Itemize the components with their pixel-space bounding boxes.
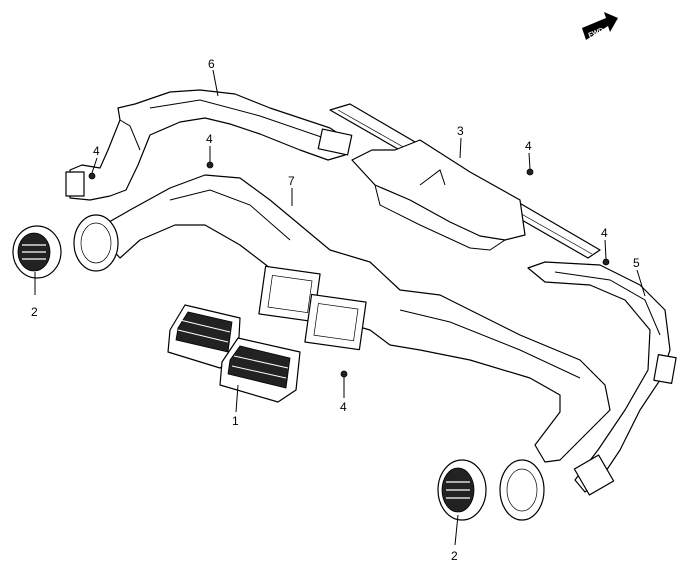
part-1-center-vents xyxy=(167,304,301,403)
leader-lines xyxy=(34,69,646,546)
duct-outlet-left xyxy=(73,214,119,272)
part-5-duct xyxy=(527,261,677,496)
callout-4: 4 xyxy=(206,132,213,146)
fwd-arrow-icon: FWD xyxy=(582,12,618,40)
callout-4: 4 xyxy=(93,144,100,158)
callout-2: 2 xyxy=(31,305,38,319)
callout-4: 4 xyxy=(340,400,347,414)
part-2-round-vent-right xyxy=(437,459,487,521)
callout-4: 4 xyxy=(601,226,608,240)
callout-6: 6 xyxy=(208,57,215,71)
callout-3: 3 xyxy=(457,124,464,138)
callout-4: 4 xyxy=(525,139,532,153)
callout-5: 5 xyxy=(633,256,640,270)
callout-2: 2 xyxy=(451,549,458,563)
screw-icons xyxy=(88,161,610,378)
callout-1: 1 xyxy=(232,414,239,428)
duct-outlet-right xyxy=(499,459,545,521)
part-6-duct xyxy=(65,89,353,201)
part-3-duct xyxy=(329,103,601,259)
part-2-round-vent-left xyxy=(12,225,62,279)
part-7-duct xyxy=(94,174,611,463)
callout-7: 7 xyxy=(288,174,295,188)
